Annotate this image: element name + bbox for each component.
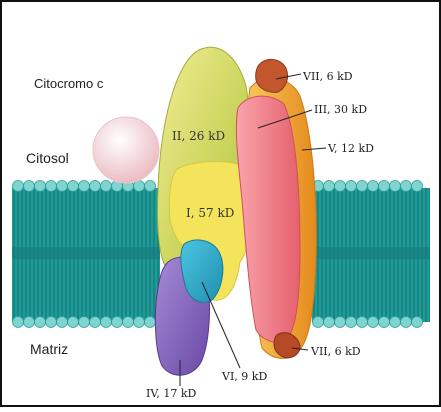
lipid-head bbox=[101, 317, 112, 328]
lipid-head bbox=[390, 181, 401, 192]
lipid-head bbox=[123, 317, 134, 328]
subunit-vi-label: VI, 9 kD bbox=[221, 370, 267, 383]
lipid-head bbox=[57, 181, 68, 192]
lipid-head bbox=[379, 317, 390, 328]
citosol-label: Citosol bbox=[26, 150, 69, 166]
subunit-vii-top bbox=[256, 59, 288, 92]
lipid-head bbox=[379, 181, 390, 192]
lipid-head bbox=[145, 181, 156, 192]
lipid-head bbox=[13, 181, 24, 192]
lipid-head bbox=[79, 181, 90, 192]
lipid-head bbox=[346, 181, 357, 192]
lipid-head bbox=[13, 317, 24, 328]
lipid-head bbox=[412, 181, 423, 192]
lipid-head bbox=[401, 181, 412, 192]
lipid-head bbox=[324, 317, 335, 328]
subunit-v-label: V, 12 kD bbox=[327, 142, 374, 155]
lipid-head bbox=[79, 317, 90, 328]
subunit-iv-label: IV, 17 kD bbox=[146, 387, 197, 400]
lipid-head bbox=[35, 317, 46, 328]
lipid-head bbox=[412, 317, 423, 328]
lipid-head bbox=[335, 317, 346, 328]
subunit-vii-bottom-label: VII, 6 kD bbox=[310, 345, 361, 358]
subunit-iii-label: III, 30 kD bbox=[314, 103, 367, 116]
subunit-i-label: I, 57 kD bbox=[186, 206, 234, 220]
cytochrome-c-sphere bbox=[93, 117, 159, 183]
lipid-head bbox=[390, 317, 401, 328]
lipid-head bbox=[145, 317, 156, 328]
lipid-head bbox=[357, 317, 368, 328]
lipid-head bbox=[46, 317, 57, 328]
subunit-vii-top-label: VII, 6 kD bbox=[302, 70, 353, 83]
citocromo-label: Citocromo c bbox=[34, 76, 104, 91]
lipid-head bbox=[112, 317, 123, 328]
lipid-head bbox=[24, 317, 35, 328]
lipid-head bbox=[401, 317, 412, 328]
lipid-head bbox=[324, 181, 335, 192]
lipid-head bbox=[368, 317, 379, 328]
membrane-right bbox=[312, 181, 430, 328]
lipid-head bbox=[346, 317, 357, 328]
lipid-head bbox=[101, 181, 112, 192]
lipid-head bbox=[57, 317, 68, 328]
matriz-label: Matriz bbox=[30, 341, 68, 357]
lipid-head bbox=[134, 317, 145, 328]
lipid-head bbox=[90, 181, 101, 192]
lipid-head bbox=[35, 181, 46, 192]
lipid-head bbox=[24, 181, 35, 192]
lipid-head bbox=[46, 181, 57, 192]
lipid-head bbox=[68, 317, 79, 328]
lipid-head bbox=[335, 181, 346, 192]
subunit-ii-label: II, 26 kD bbox=[172, 129, 225, 143]
lipid-head bbox=[68, 181, 79, 192]
membrane-left bbox=[12, 181, 160, 328]
lipid-head bbox=[357, 181, 368, 192]
lipid-head bbox=[90, 317, 101, 328]
lipid-head bbox=[368, 181, 379, 192]
lipid-head bbox=[313, 317, 324, 328]
